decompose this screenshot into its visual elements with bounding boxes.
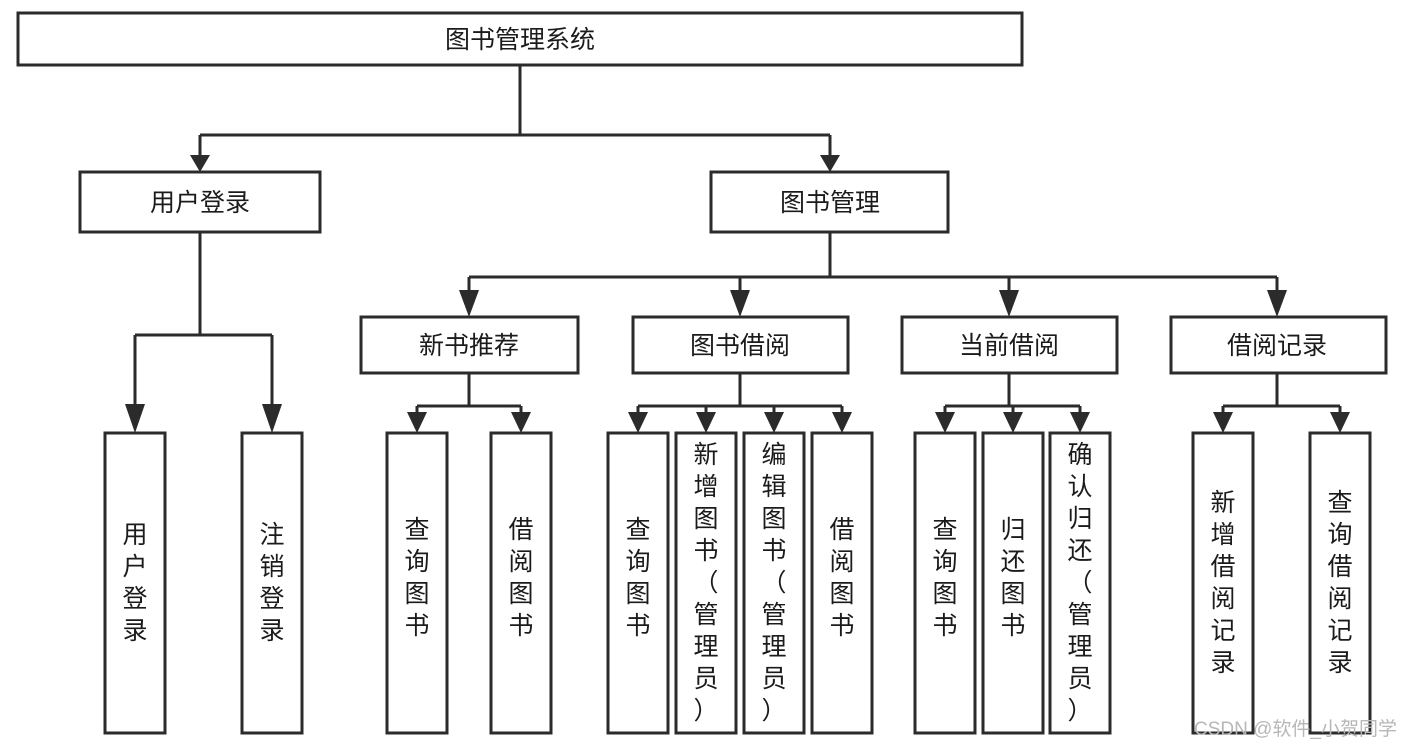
node-label-leaf-query-book-3: 查询图书 — [932, 516, 957, 640]
arrow-head-leaf-return-book — [1003, 412, 1023, 433]
arrow-head-leaf-query-book-1 — [407, 412, 427, 433]
node-leaf-add-borrow-record[interactable]: 新增借阅记录 — [1191, 431, 1255, 735]
node-label-new-book-recommend: 新书推荐 — [419, 332, 519, 360]
arrow-head-leaf-query-book-2 — [628, 412, 648, 433]
node-box-root[interactable] — [16, 11, 1024, 67]
node-box-leaf-return-book[interactable] — [981, 431, 1045, 735]
arrow-head-leaf-query-book-3 — [935, 412, 955, 433]
arrow-head-leaf-borrow-book-2 — [832, 412, 852, 433]
node-box-leaf-query-book-1[interactable] — [385, 431, 449, 735]
node-label-book-borrow: 图书借阅 — [690, 332, 790, 360]
node-label-leaf-add-borrow-record: 新增借阅记录 — [1210, 489, 1235, 677]
node-leaf-query-borrow-record[interactable]: 查询借阅记录 — [1308, 431, 1372, 735]
node-box-leaf-add-book-admin[interactable] — [674, 431, 738, 735]
arrow-head-leaf-borrow-book-1 — [511, 412, 531, 433]
node-box-user-login[interactable] — [78, 170, 322, 234]
node-label-leaf-user-login: 用户登录 — [122, 521, 147, 645]
node-box-leaf-confirm-return-admin[interactable] — [1048, 431, 1112, 735]
node-book-management-system[interactable]: 图书管理系统 — [16, 11, 1024, 67]
arrow-head-book-borrow — [730, 290, 750, 317]
node-label-user-login: 用户登录 — [150, 189, 250, 217]
edge-group-user-login — [125, 232, 282, 433]
node-label-leaf-return-book: 归还图书 — [1000, 516, 1025, 640]
node-label-book-management: 图书管理 — [780, 189, 880, 217]
node-leaf-query-book-3[interactable]: 查询图书 — [913, 431, 977, 735]
watermark-text: CSDN @软件_小贺同学 — [1194, 719, 1397, 740]
node-box-leaf-logout-login[interactable] — [240, 431, 304, 735]
node-box-leaf-edit-book-admin[interactable] — [742, 431, 806, 735]
edge-group-root — [190, 65, 840, 172]
node-label-leaf-query-book-2: 查询图书 — [625, 516, 650, 640]
edge-group-borrow-record — [1213, 373, 1350, 433]
node-current-borrow[interactable]: 当前借阅 — [900, 315, 1119, 375]
node-leaf-add-book-admin[interactable]: 新增图书（管理员） — [674, 431, 738, 735]
arrow-head-leaf-query-borrow-record — [1330, 412, 1350, 433]
node-label-leaf-edit-book-admin: 编辑图书（管理员） — [761, 441, 786, 725]
node-new-book-recommend[interactable]: 新书推荐 — [359, 315, 580, 375]
node-user-login[interactable]: 用户登录 — [78, 170, 322, 234]
node-box-current-borrow[interactable] — [900, 315, 1119, 375]
node-leaf-query-book-2[interactable]: 查询图书 — [606, 431, 670, 735]
node-box-leaf-add-borrow-record[interactable] — [1191, 431, 1255, 735]
node-leaf-borrow-book-2[interactable]: 借阅图书 — [810, 431, 874, 735]
node-book-borrow[interactable]: 图书借阅 — [631, 315, 850, 375]
arrow-head-leaf-add-borrow-record — [1213, 412, 1233, 433]
node-label-leaf-borrow-book-2: 借阅图书 — [829, 516, 854, 640]
node-label-leaf-borrow-book-1: 借阅图书 — [508, 516, 533, 640]
arrow-head-leaf-confirm-return-admin — [1070, 412, 1090, 433]
arrow-head-leaf-edit-book-admin — [764, 412, 784, 433]
node-label-leaf-query-book-1: 查询图书 — [404, 516, 429, 640]
node-box-book-borrow[interactable] — [631, 315, 850, 375]
arrow-head-user-login — [190, 155, 210, 172]
arrow-head-leaf-logout-login — [262, 404, 282, 433]
arrow-head-leaf-add-book-admin — [696, 412, 716, 433]
node-leaf-confirm-return-admin[interactable]: 确认归还（管理员） — [1048, 431, 1112, 735]
node-label-leaf-logout-login: 注销登录 — [259, 521, 284, 645]
arrow-head-current-borrow — [999, 290, 1019, 317]
node-box-borrow-record[interactable] — [1169, 315, 1388, 375]
node-borrow-record[interactable]: 借阅记录 — [1169, 315, 1388, 375]
node-box-leaf-borrow-book-1[interactable] — [489, 431, 553, 735]
node-label-leaf-add-book-admin: 新增图书（管理员） — [693, 441, 718, 725]
node-box-leaf-user-login[interactable] — [103, 431, 167, 735]
node-leaf-query-book-1[interactable]: 查询图书 — [385, 431, 449, 735]
node-leaf-logout-login[interactable]: 注销登录 — [240, 431, 304, 735]
node-leaf-return-book[interactable]: 归还图书 — [981, 431, 1045, 735]
node-label-leaf-confirm-return-admin: 确认归还（管理员） — [1067, 441, 1092, 725]
node-label-current-borrow: 当前借阅 — [959, 332, 1059, 360]
node-leaf-borrow-book-1[interactable]: 借阅图书 — [489, 431, 553, 735]
node-label-root: 图书管理系统 — [445, 26, 595, 54]
node-label-borrow-record: 借阅记录 — [1227, 332, 1327, 360]
node-box-new-book-recommend[interactable] — [359, 315, 580, 375]
node-box-leaf-borrow-book-2[interactable] — [810, 431, 874, 735]
edge-group-current-borrow — [935, 373, 1090, 433]
node-box-leaf-query-borrow-record[interactable] — [1308, 431, 1372, 735]
arrow-head-new-book-recommend — [459, 290, 479, 317]
arrow-head-book-management — [820, 155, 840, 172]
node-label-leaf-query-borrow-record: 查询借阅记录 — [1327, 489, 1352, 677]
edge-group-book-borrow — [628, 373, 852, 433]
node-box-book-management[interactable] — [709, 170, 950, 234]
node-leaf-user-login[interactable]: 用户登录 — [103, 431, 167, 735]
node-box-leaf-query-book-3[interactable] — [913, 431, 977, 735]
edge-group-book-management — [459, 232, 1287, 317]
arrow-head-borrow-record — [1267, 290, 1287, 317]
node-box-leaf-query-book-2[interactable] — [606, 431, 670, 735]
node-leaf-edit-book-admin[interactable]: 编辑图书（管理员） — [742, 431, 806, 735]
arrow-head-leaf-user-login — [125, 404, 145, 433]
edge-group-new-book-recommend — [407, 373, 531, 433]
node-book-management[interactable]: 图书管理 — [709, 170, 950, 234]
